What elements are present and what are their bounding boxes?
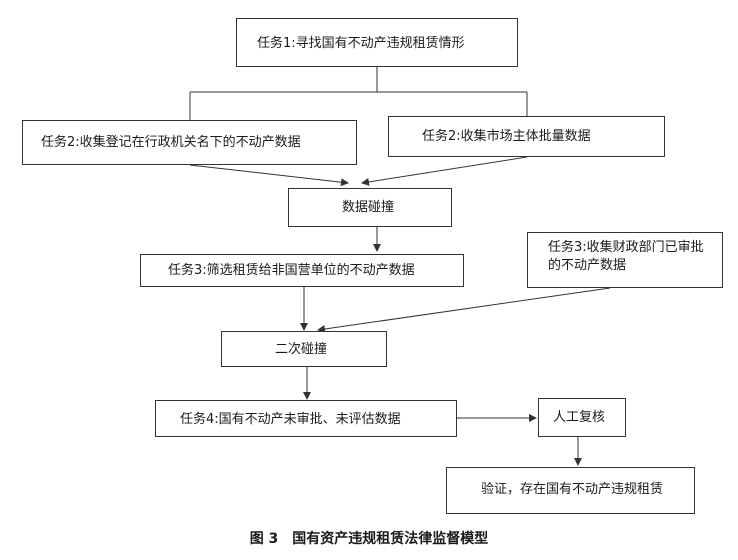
arrow-task2a-to-collision	[189, 164, 349, 187]
task4-label: 任务4:国有不动产未审批、未评估数据	[180, 412, 401, 427]
task2a-label: 任务2:收集登记在行政机关名下的不动产数据	[41, 135, 301, 150]
collision1-box: 数据碰撞	[288, 188, 452, 227]
task2b-label: 任务2:收集市场主体批量数据	[422, 129, 591, 144]
task3b-label: 任务3:收集财政部门已审批的不动产数据	[548, 240, 704, 273]
collision2-box: 二次碰撞	[221, 331, 387, 367]
task3a-box: 任务3:筛选租赁给非国营单位的不动产数据	[140, 254, 464, 287]
manual-review-box: 人工复核	[538, 398, 626, 437]
task4-box: 任务4:国有不动产未审批、未评估数据	[155, 400, 457, 437]
figure-caption: 图 3 国有资产违规租赁法律监督模型	[249, 531, 489, 547]
verification-label: 验证，存在国有不动产违规租赁	[481, 482, 664, 497]
manual-review-label: 人工复核	[553, 410, 606, 425]
verification-box: 验证，存在国有不动产违规租赁	[446, 467, 695, 514]
task2b-box: 任务2:收集市场主体批量数据	[388, 116, 665, 157]
task1-label: 任务1:寻找国有不动产违规租赁情形	[257, 36, 465, 51]
task2a-box: 任务2:收集登记在行政机关名下的不动产数据	[22, 120, 357, 165]
connector-task1-split	[189, 67, 528, 120]
collision2-label: 二次碰撞	[275, 342, 328, 357]
arrow-task2b-to-collision	[361, 156, 528, 186]
task3a-label: 任务3:筛选租赁给非国营单位的不动产数据	[168, 263, 415, 278]
collision1-label: 数据碰撞	[342, 200, 395, 215]
task3b-box: 任务3:收集财政部门已审批的不动产数据	[527, 232, 723, 288]
arrow-task3b-to-collision2	[317, 287, 611, 333]
task1-box: 任务1:寻找国有不动产违规租赁情形	[236, 18, 518, 67]
